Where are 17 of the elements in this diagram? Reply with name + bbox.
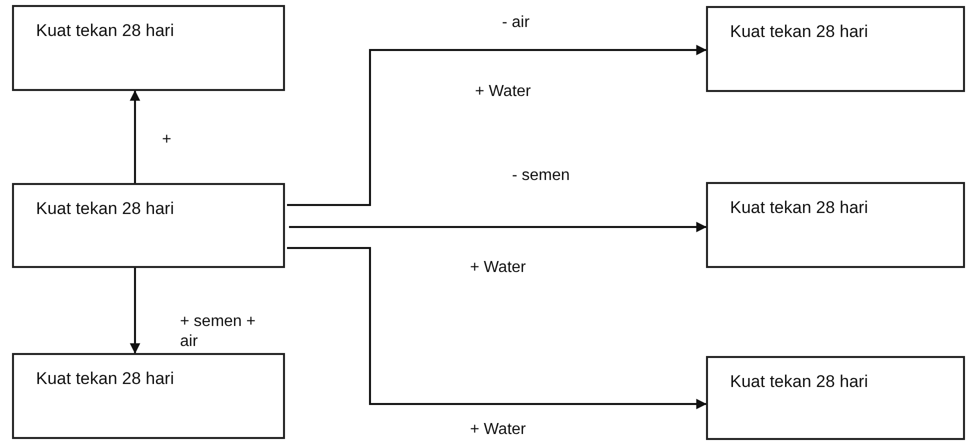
arrow	[130, 268, 140, 354]
process-box	[12, 353, 285, 439]
arrow	[130, 90, 140, 183]
box-text: Kuat tekan 28 hari	[730, 372, 868, 392]
box-text: Kuat tekan 28 hari	[36, 21, 174, 41]
box-text: Kuat tekan 28 hari	[36, 199, 174, 219]
box-text: Kuat tekan 28 hari	[730, 198, 868, 218]
process-box	[706, 182, 965, 268]
box-text: Kuat tekan 28 hari	[36, 369, 174, 389]
process-box	[706, 6, 965, 92]
process-box	[706, 356, 965, 440]
arrow	[287, 44, 707, 206]
process-box	[12, 5, 285, 91]
process-box	[12, 183, 285, 268]
arrow	[287, 247, 707, 410]
arrow	[289, 222, 707, 232]
box-text: Kuat tekan 28 hari	[730, 22, 868, 42]
